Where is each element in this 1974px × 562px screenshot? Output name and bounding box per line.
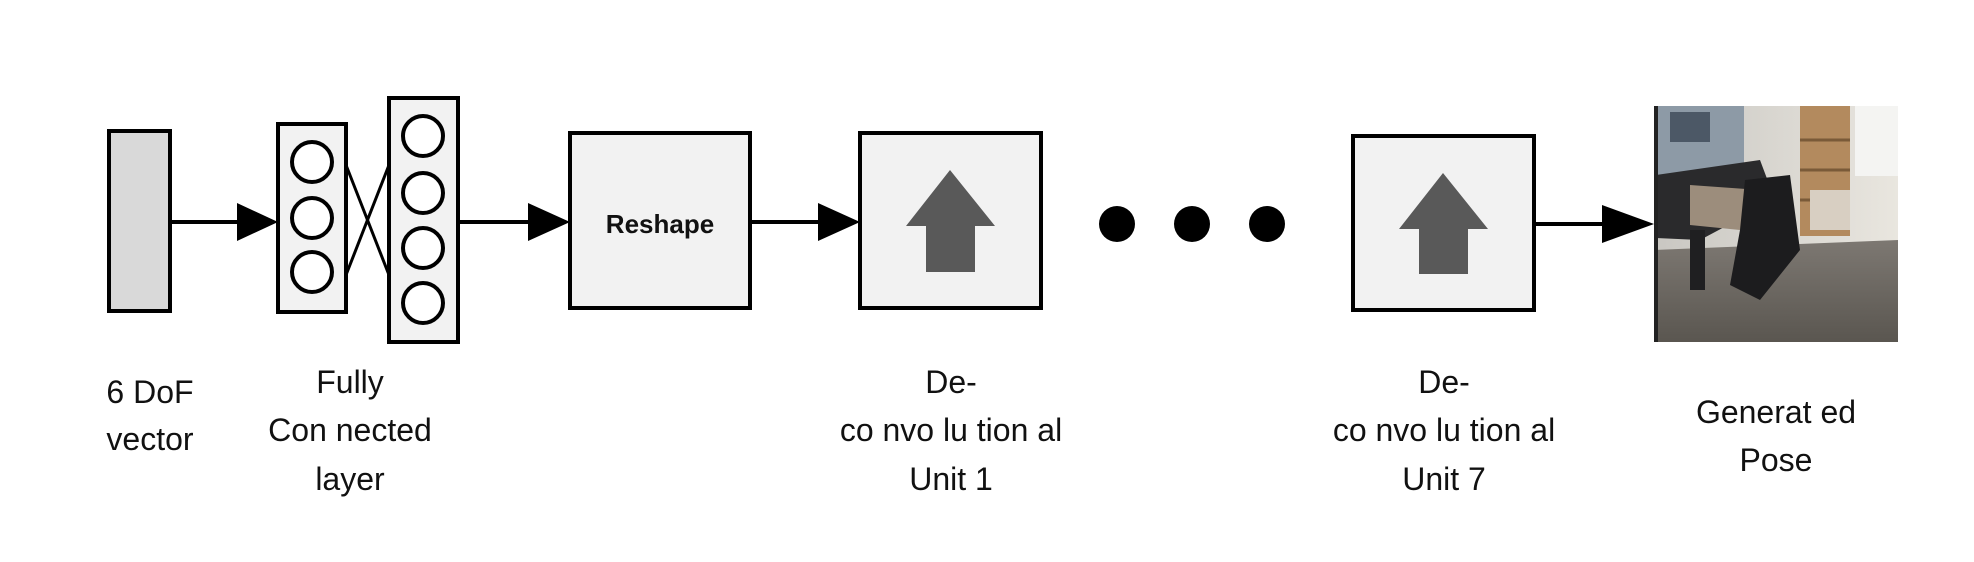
label-fc-line-3: layer — [315, 461, 385, 497]
fc-connection — [344, 164, 391, 276]
fc-neuron — [290, 196, 334, 240]
reshape-box — [568, 131, 752, 310]
reshape-box-text: Reshape — [606, 209, 714, 239]
input-vector-block — [107, 129, 172, 313]
label-fc-line-2: Con nected — [268, 412, 432, 448]
ellipsis-dots-icon — [1099, 206, 1285, 242]
label-deconv7-line-2: co nvo lu tion al — [1333, 412, 1555, 448]
label-input-line-2: vector — [106, 421, 193, 457]
fc-neuron — [401, 171, 445, 215]
label-output-line-1: Generat ed — [1696, 394, 1856, 430]
arrow-input-to-fc — [170, 203, 278, 241]
label-deconv1-line-1: De- — [925, 364, 977, 400]
fc-neuron — [401, 281, 445, 325]
label-deconv7-line-3: Unit 7 — [1402, 461, 1486, 497]
fully-connected-layer — [276, 96, 460, 344]
arrow-fc-to-reshape — [458, 203, 570, 241]
fc-neuron — [290, 250, 334, 294]
label-deconv7-line-1: De- — [1418, 364, 1470, 400]
label-output-line-2: Pose — [1740, 442, 1813, 478]
fc-neuron — [401, 226, 445, 270]
up-arrow-icon — [1399, 173, 1488, 274]
label-deconv1-line-2: co nvo lu tion al — [840, 412, 1062, 448]
arrow-deconv7-to-output — [1534, 205, 1654, 243]
arrow-reshape-to-deconv1 — [750, 203, 860, 241]
label-deconv1-line-3: Unit 1 — [909, 461, 993, 497]
label-input-line-1: 6 DoF — [106, 374, 193, 410]
up-arrow-icon — [906, 170, 995, 272]
label-fc-line-1: Fully — [316, 364, 384, 400]
fc-neuron — [401, 114, 445, 158]
fc-neuron — [290, 140, 334, 184]
room-photo-icon — [1654, 106, 1898, 342]
